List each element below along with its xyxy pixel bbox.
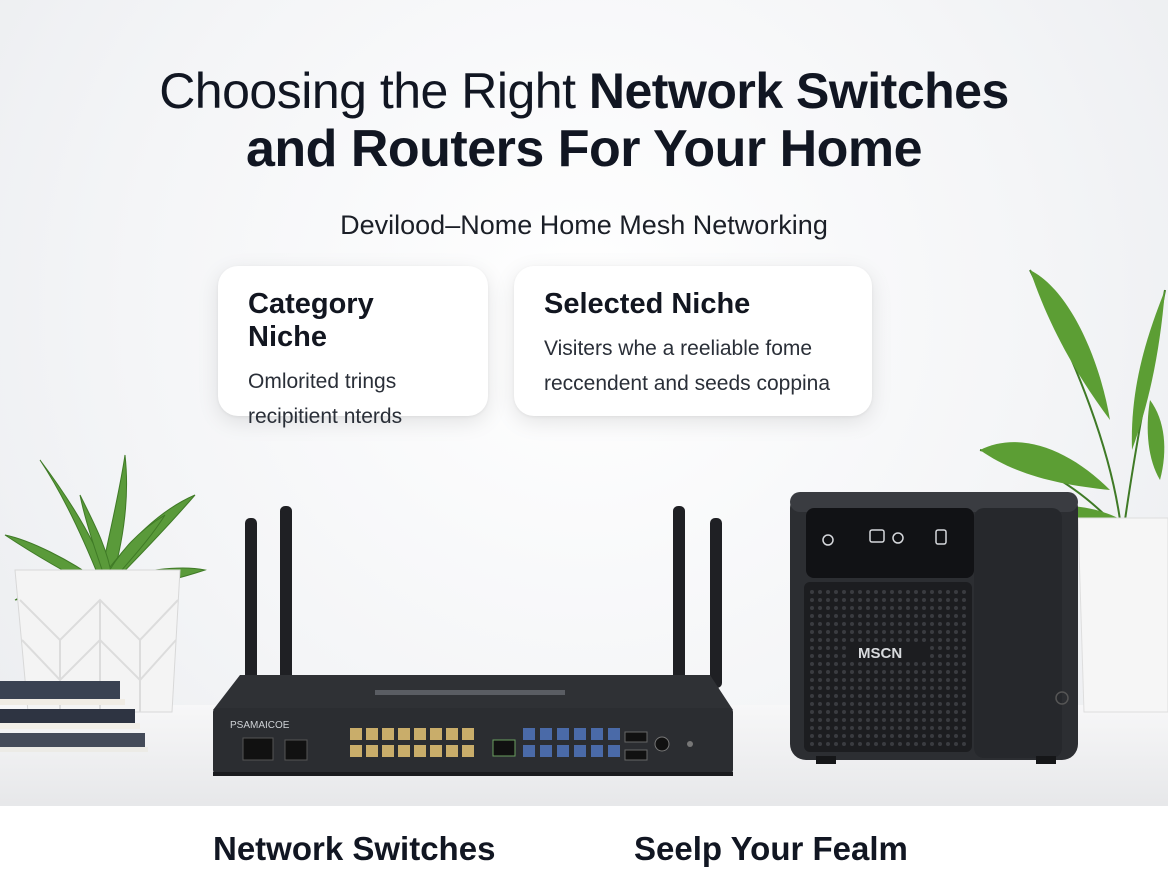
- network-switch-router: PSAMAICOE: [213, 506, 733, 776]
- selected-niche-card: Selected Niche Visiters whe a reeliable …: [514, 266, 872, 416]
- router-brand-label: PSAMAICOE: [230, 720, 290, 731]
- card-line: Omlorited trings: [248, 370, 397, 393]
- title-line-2: and Routers For Your Home: [245, 120, 923, 178]
- succulent-plant: [4, 454, 207, 713]
- card-heading: Category Niche: [248, 288, 374, 353]
- card-line: reccendent and seeds coppina: [544, 372, 831, 395]
- card-line: recipitient nterds: [248, 405, 403, 428]
- nas-server-box: MSCN: [790, 492, 1078, 764]
- caption-right: Seelp Your Fealm: [634, 830, 908, 867]
- title-line-1: Choosing the Right Network Switches: [0, 62, 1168, 120]
- bottom-strip: [0, 806, 1168, 880]
- title-bold: Network Switches: [588, 63, 1009, 119]
- subtitle: Devilood–Nome Home Mesh Networking: [340, 210, 828, 240]
- card-line: Visiters whe a reeliable fome: [544, 337, 813, 360]
- nas-brand-label: MSCN: [858, 645, 902, 662]
- title-light: Choosing the Right: [159, 63, 576, 119]
- card-heading: Selected Niche: [544, 288, 751, 320]
- category-niche-card: Category Niche Omlorited trings recipiti…: [218, 266, 488, 428]
- caption-left: Network Switches: [213, 830, 496, 867]
- book-stack: [0, 681, 148, 752]
